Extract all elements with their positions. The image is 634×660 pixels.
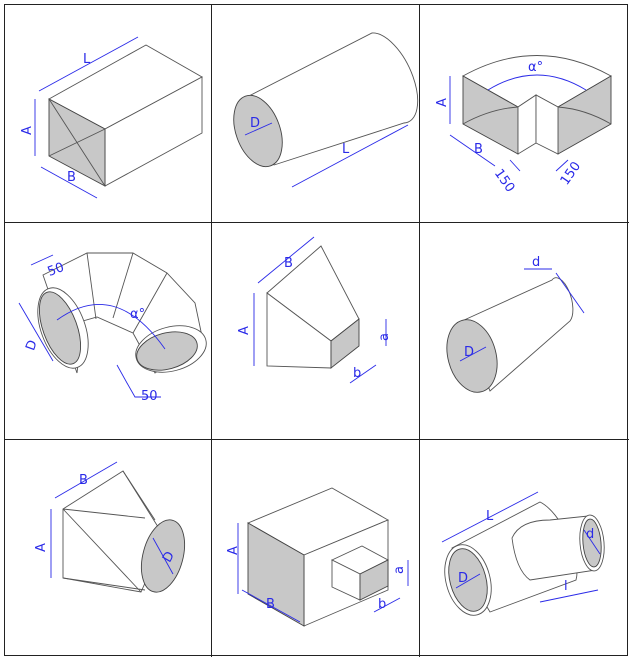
label-A: A xyxy=(237,326,252,335)
cell-rectangular-elbow: α° A B 150 150 xyxy=(420,5,629,223)
label-l: l xyxy=(564,579,568,594)
cylinder-end xyxy=(233,94,283,168)
label-L: L xyxy=(342,142,350,157)
dim-L xyxy=(38,36,139,92)
dim-50-top xyxy=(30,254,54,266)
label-a: a xyxy=(377,333,392,341)
dim-l xyxy=(539,589,599,603)
dim-B xyxy=(40,166,98,199)
dim-B xyxy=(449,134,496,167)
label-B: B xyxy=(266,597,275,612)
label-A: A xyxy=(20,126,35,135)
label-50-bottom: 50 xyxy=(141,389,158,404)
dim-D xyxy=(459,346,487,362)
dim-50-bottom xyxy=(116,364,161,398)
main-opening xyxy=(448,548,488,612)
label-150-left: 150 xyxy=(491,166,518,195)
dim-b xyxy=(373,597,401,613)
large-opening xyxy=(446,319,498,393)
branch-opening xyxy=(582,518,602,568)
dim-B xyxy=(54,461,118,499)
dim-D xyxy=(455,573,481,589)
right-opening xyxy=(136,331,198,371)
cylinder-body xyxy=(246,32,419,166)
rectangular-elbow-drawing: α° A B 150 150 xyxy=(435,55,612,195)
dim-d xyxy=(583,529,601,555)
round-duct-drawing: D L xyxy=(233,32,419,188)
round-elbow-drawing: 50 D α° 50 xyxy=(18,252,207,404)
label-150-right: 150 xyxy=(558,159,585,188)
rectangular-tee-drawing: A B a b xyxy=(226,487,409,627)
round-tee-drawing: L d D l xyxy=(441,491,605,616)
dim-b xyxy=(349,364,377,384)
label-alpha: α° xyxy=(528,60,543,75)
label-D: D xyxy=(464,345,474,360)
dim-L xyxy=(441,491,539,543)
label-L: L xyxy=(486,509,494,524)
rectangular-reducer-drawing: B A a b xyxy=(237,236,392,384)
cell-rectangular-reducer: B A a b xyxy=(212,223,420,440)
left-opening xyxy=(38,291,82,365)
label-D: D xyxy=(458,571,468,586)
label-A: A xyxy=(226,546,241,555)
dim-D xyxy=(244,122,273,136)
label-B: B xyxy=(284,256,293,271)
cell-round-duct: D L xyxy=(212,5,420,223)
label-b: b xyxy=(378,597,386,612)
dim-L xyxy=(291,124,409,188)
tee-front xyxy=(247,522,305,627)
label-d: d xyxy=(586,527,594,542)
cell-round-tee: L d D l xyxy=(420,440,629,657)
label-D: D xyxy=(23,338,41,353)
label-b: b xyxy=(353,366,361,381)
label-B: B xyxy=(79,473,88,488)
label-L: L xyxy=(83,52,91,67)
label-D: D xyxy=(250,116,260,131)
label-alpha: α° xyxy=(130,307,145,322)
cell-round-reducer: d D xyxy=(420,223,629,440)
dim-d xyxy=(555,272,585,314)
label-a: a xyxy=(392,566,407,574)
dim-D xyxy=(18,302,54,362)
cell-rectangular-duct: L A B xyxy=(5,5,212,223)
round-reducer-drawing: d D xyxy=(446,255,585,393)
small-opening xyxy=(330,318,360,369)
cell-rectangular-tee: A B a b xyxy=(212,440,420,657)
dim-B xyxy=(257,236,315,284)
label-d: d xyxy=(532,255,540,270)
dim-alpha xyxy=(56,304,166,350)
label-A: A xyxy=(435,98,450,107)
rectangular-duct-drawing: L A B xyxy=(20,36,203,199)
fittings-table: L A B D L α° A B xyxy=(4,4,629,657)
label-50-top: 50 xyxy=(46,260,67,280)
cell-rect-to-round: B A D xyxy=(5,440,212,657)
cell-round-elbow: 50 D α° 50 xyxy=(5,223,212,440)
dim-alpha xyxy=(487,74,587,91)
label-A: A xyxy=(34,543,49,552)
label-B: B xyxy=(67,170,76,185)
rect-to-round-drawing: B A D xyxy=(34,461,186,593)
dim-D xyxy=(152,537,174,575)
dim-B xyxy=(241,589,301,623)
branch-opening xyxy=(359,559,389,601)
label-B: B xyxy=(474,142,483,157)
